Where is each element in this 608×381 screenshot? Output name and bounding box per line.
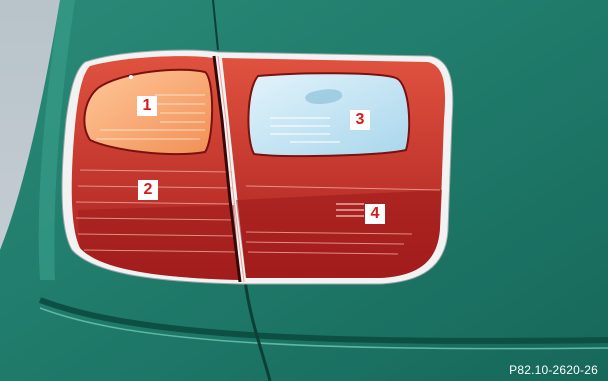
- figure-code: P82.10-2620-26: [509, 363, 598, 377]
- reflection-dot: [129, 75, 133, 79]
- callout-1: 1: [137, 96, 157, 116]
- callout-3: 3: [350, 110, 370, 130]
- callout-4: 4: [365, 204, 385, 224]
- reverse-lamp-lens: [248, 73, 409, 156]
- callout-2: 2: [138, 180, 158, 200]
